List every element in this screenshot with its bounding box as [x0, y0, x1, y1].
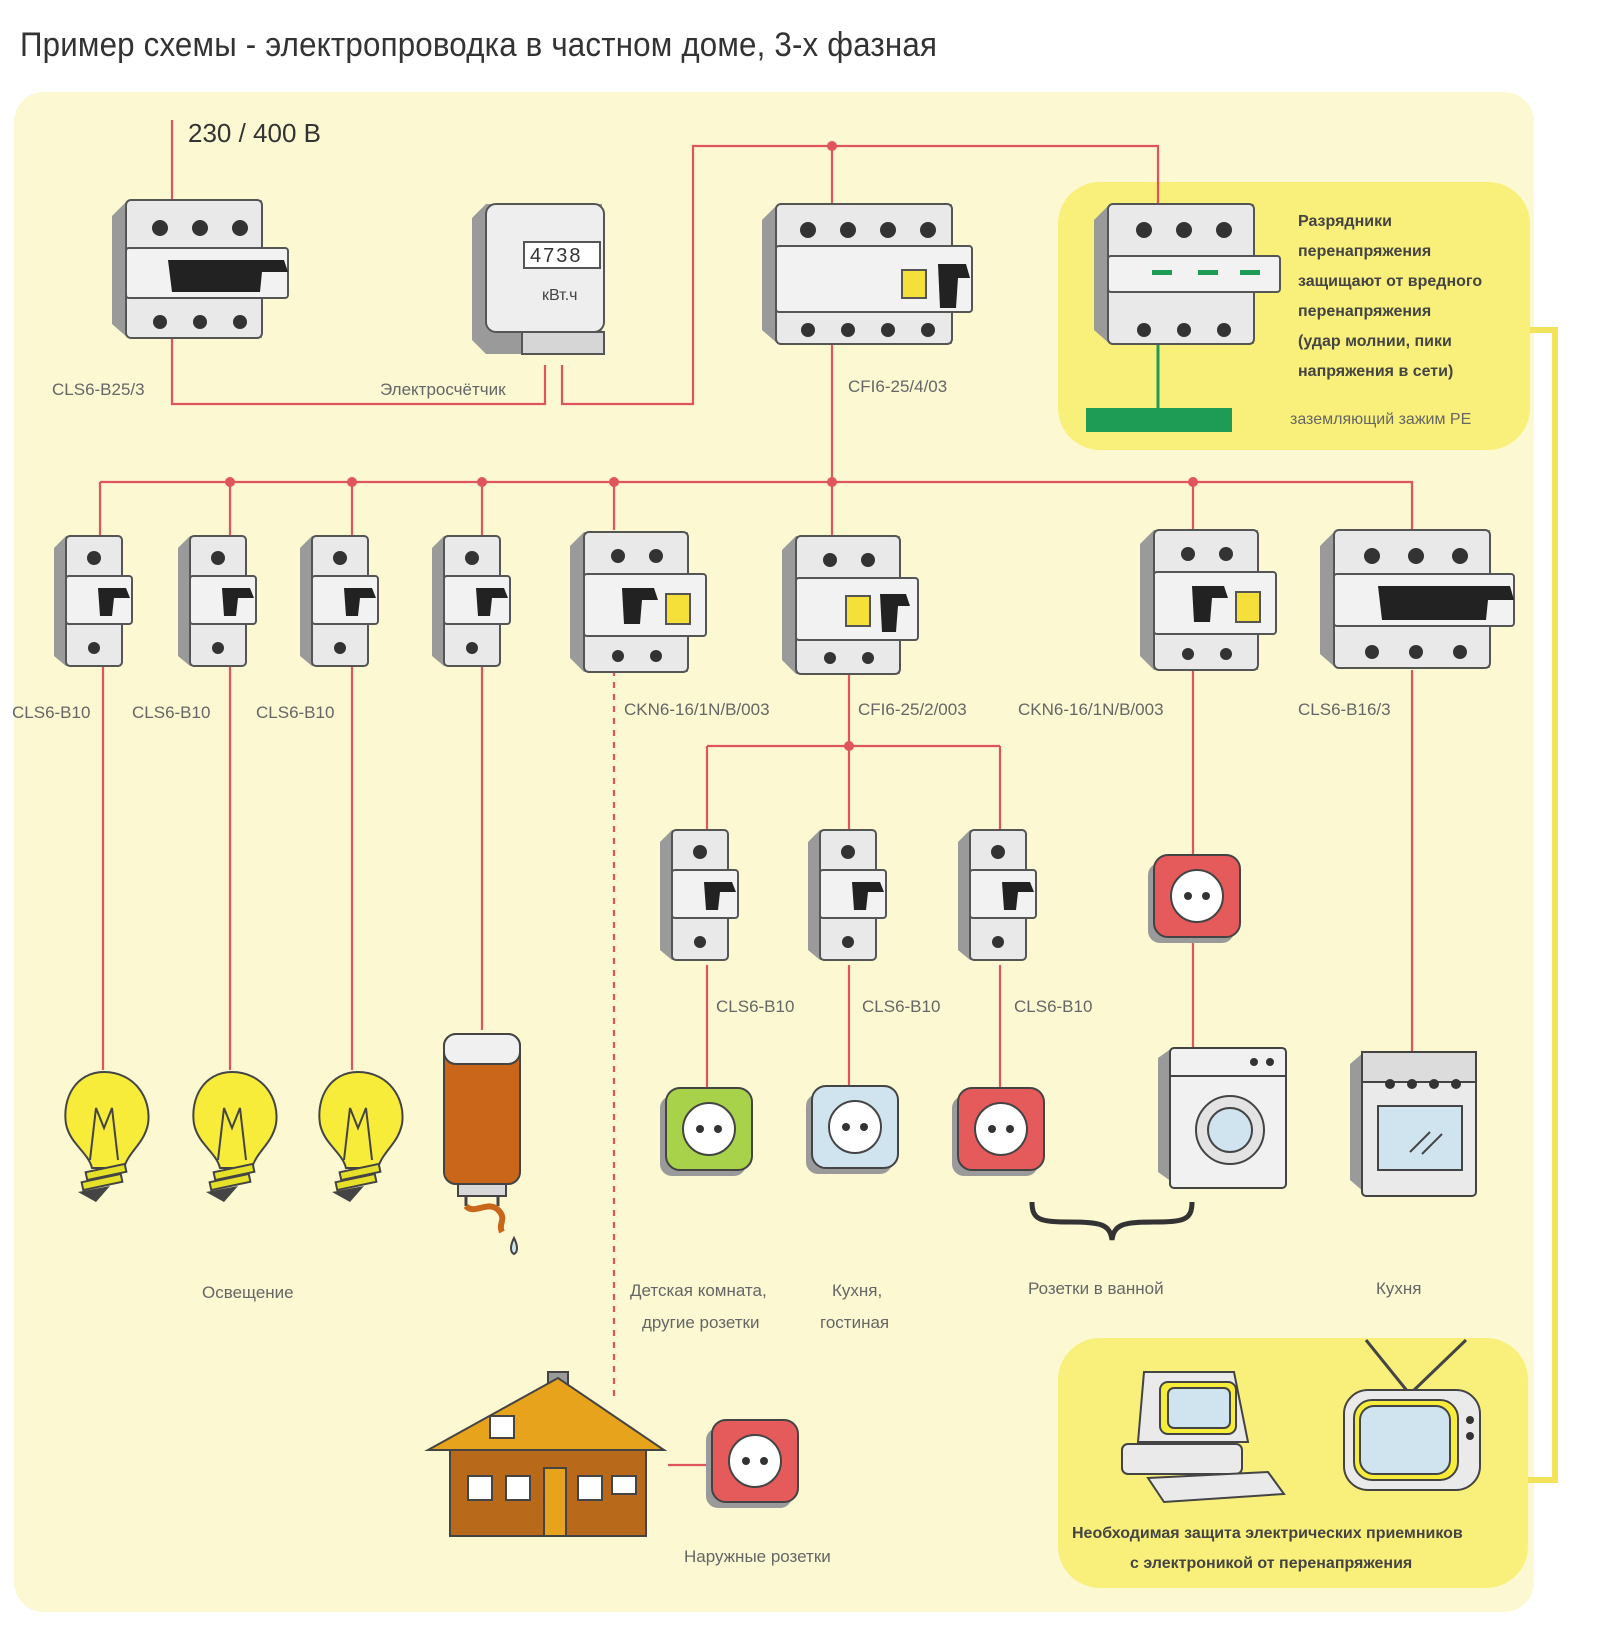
voltage-label: 230 / 400 В: [188, 118, 321, 148]
kids-room-label-2: другие розетки: [642, 1313, 760, 1332]
svg-text:(удар молнии, пики: (удар молнии, пики: [1298, 333, 1452, 350]
breaker-lighting-3: [299, 535, 379, 667]
kitchen-label: Кухня: [1376, 1279, 1422, 1298]
bulb-icon: [318, 1070, 404, 1202]
bulb-icon: [64, 1070, 150, 1202]
rcbo-bathroom-label: CKN6-16/1N/B/003: [1018, 700, 1164, 719]
wiring: [98, 120, 1414, 1467]
socket-bathroom-red: [1148, 854, 1241, 943]
pe-ground-bar: [1086, 408, 1232, 432]
protection-note-2: с электроникой от перенапряжения: [1130, 1555, 1412, 1572]
protection-note-1: Необходимая защита электрических приемни…: [1072, 1525, 1463, 1542]
electricity-meter: 4738 кВт.ч: [472, 203, 605, 355]
socket-kitchen-blue: [806, 1085, 899, 1174]
breaker-lighting-3-label: CLS6-B10: [256, 703, 334, 722]
diagram-title: Пример схемы - электропроводка в частном…: [20, 26, 938, 64]
lighting-label: Освещение: [202, 1283, 294, 1302]
breaker-water-heater: [431, 535, 511, 667]
stove-icon: [1350, 1051, 1477, 1197]
pe-clamp-label: заземляющий зажим PE: [1290, 411, 1471, 428]
sub-breaker-2-label: CLS6-B10: [862, 997, 940, 1016]
washing-machine-icon: [1158, 1047, 1287, 1189]
protection-link-line: [1528, 327, 1558, 1483]
main-rcd-label: CFI6-25/4/03: [848, 377, 947, 396]
meter-display: 4738: [530, 245, 583, 267]
diagram-background: [14, 92, 1534, 1612]
breaker-kitchen-3p-label: CLS6-B16/3: [1298, 700, 1391, 719]
svg-text:защищают от вредного: защищают от вредного: [1298, 273, 1482, 290]
main-breaker-label: CLS6-B25/3: [52, 380, 145, 399]
rcd-kitchen-living: [782, 535, 919, 675]
bulb-icon: [192, 1070, 278, 1202]
rcd-kitchen-living-label: CFI6-25/2/003: [858, 700, 967, 719]
main-breaker-3p: [112, 199, 289, 339]
rcbo-bathroom: [1140, 529, 1277, 671]
meter-unit: кВт.ч: [542, 287, 577, 304]
surge-arrester: [1094, 203, 1281, 345]
rcbo-kids-room-label: CKN6-16/1N/B/003: [624, 700, 770, 719]
sub-breaker-3: [957, 829, 1037, 961]
sub-breaker-1: [659, 829, 739, 961]
svg-text:перенапряжения: перенапряжения: [1298, 243, 1431, 260]
breaker-kitchen-3p: [1320, 529, 1515, 669]
svg-text:напряжения в сети): напряжения в сети): [1298, 363, 1453, 380]
main-rcd-4p: [762, 203, 973, 345]
bathroom-brace: [1029, 1201, 1195, 1241]
socket-kids-green: [660, 1087, 753, 1176]
kitchen-living-label-1: Кухня,: [832, 1281, 882, 1300]
kids-room-label-1: Детская комната,: [630, 1281, 767, 1300]
socket-outdoor: [706, 1419, 799, 1508]
breaker-lighting-1-label: CLS6-B10: [12, 703, 90, 722]
bathroom-label: Розетки в ванной: [1028, 1279, 1164, 1298]
kitchen-living-label-2: гостиная: [820, 1313, 889, 1332]
house-icon: [424, 1371, 668, 1537]
rcbo-kids-room: [570, 531, 707, 673]
breaker-lighting-2-label: CLS6-B10: [132, 703, 210, 722]
svg-text:Разрядники: Разрядники: [1298, 213, 1392, 230]
sub-breaker-1-label: CLS6-B10: [716, 997, 794, 1016]
sub-breaker-2: [807, 829, 887, 961]
outdoor-label: Наружные розетки: [684, 1547, 831, 1566]
arrester-description: Разрядники перенапряжения защищают от вр…: [1298, 213, 1482, 380]
junction-dots: [225, 141, 1198, 751]
meter-label: Электросчётчик: [380, 380, 506, 399]
breaker-lighting-1: [53, 535, 133, 667]
socket-red: [952, 1087, 1045, 1176]
breaker-lighting-2: [177, 535, 257, 667]
sub-breaker-3-label: CLS6-B10: [1014, 997, 1092, 1016]
water-heater-icon: [443, 1033, 521, 1256]
svg-text:перенапряжения: перенапряжения: [1298, 303, 1431, 320]
tv-icon: [1343, 1338, 1481, 1491]
computer-icon: [1121, 1371, 1286, 1504]
